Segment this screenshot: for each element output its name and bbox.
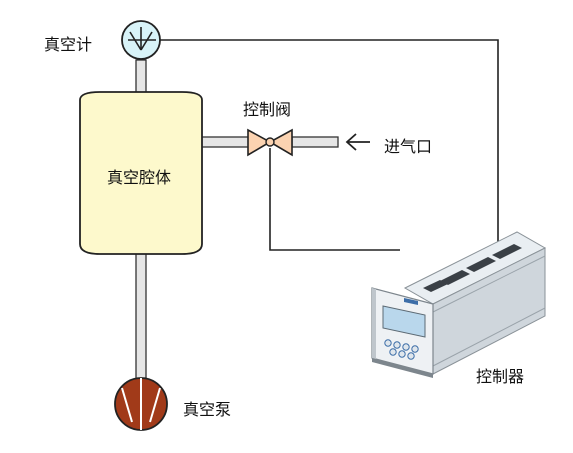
signal-wires xyxy=(160,39,499,251)
vacuum-gauge-icon xyxy=(121,20,161,60)
valve-to-controller-wire xyxy=(269,148,400,251)
controller-device-icon xyxy=(371,231,547,378)
inlet-label: 进气口 xyxy=(384,137,433,156)
butterfly-valve-icon xyxy=(247,128,293,157)
controller-label: 控制器 xyxy=(476,367,525,386)
vacuum-pump-icon xyxy=(114,377,168,431)
pump-pipe xyxy=(135,251,147,381)
vent-grille xyxy=(423,244,522,292)
inlet-arrow-icon xyxy=(345,133,370,151)
vacuum-chamber xyxy=(79,91,203,255)
valve-label: 控制阀 xyxy=(243,100,292,119)
controller-buttons xyxy=(384,339,419,360)
chamber-label: 真空腔体 xyxy=(107,168,172,187)
gauge-label: 真空计 xyxy=(44,35,93,54)
pump-label: 真空泵 xyxy=(183,400,232,419)
gauge-to-controller-wire xyxy=(160,39,499,250)
